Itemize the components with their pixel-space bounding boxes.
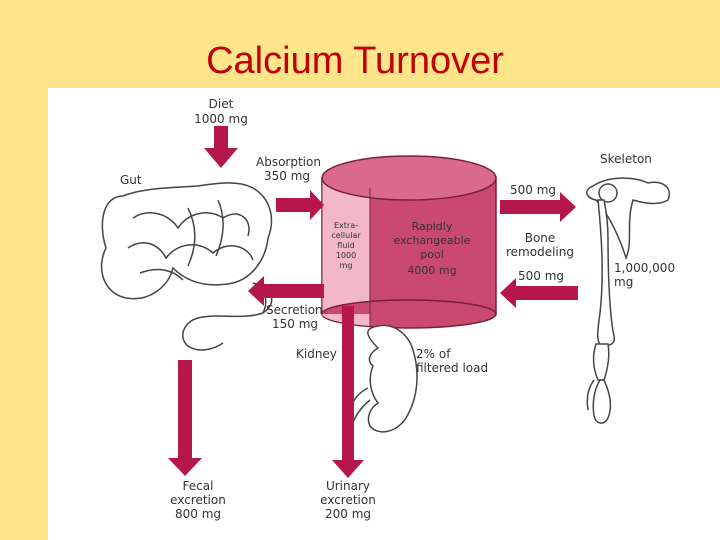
slide-title: Calcium Turnover (0, 40, 710, 83)
secretion-amount: 150 mg (272, 317, 318, 331)
gut-label: Gut (120, 173, 142, 187)
absorption-amount: 350 mg (264, 169, 310, 183)
kidney-label: Kidney (296, 347, 337, 361)
diet-amount: 1000 mg (194, 112, 248, 126)
absorption-arrow (276, 190, 324, 220)
pool-label-1: Rapidly (412, 220, 453, 233)
kidney-illustration (350, 325, 417, 431)
absorption-label: Absorption (256, 155, 321, 169)
urinary-label-3: 200 mg (325, 507, 371, 521)
diet-arrow (204, 126, 238, 168)
urinary-label-2: excretion (320, 493, 376, 507)
pool-label-4: 4000 mg (407, 264, 456, 277)
ecf-label-2: cellular (331, 231, 361, 240)
gut-illustration (102, 183, 272, 350)
urinary-arrow (332, 306, 364, 478)
filtered-label-2: filtered load (416, 361, 488, 375)
secretion-label: Secretion (266, 303, 323, 317)
skeleton-illustration (587, 178, 669, 423)
pool-label-3: pool (420, 248, 444, 261)
filtered-label-1: 2% of (416, 347, 451, 361)
bone-remodeling-label-1: Bone (525, 231, 556, 245)
ecf-label-3: fluid (337, 241, 354, 250)
skeleton-amount-1: 1,000,000 (614, 261, 675, 275)
secretion-arrow (248, 276, 324, 306)
from-bone-amount: 500 mg (518, 269, 564, 283)
calcium-turnover-diagram: Diet 1000 mg Gut Absorption 350 mg Secre… (48, 88, 720, 540)
ecf-label-5: mg (340, 261, 353, 270)
fecal-label-2: excretion (170, 493, 226, 507)
diet-label: Diet (209, 97, 234, 111)
fecal-label-3: 800 mg (175, 507, 221, 521)
pool-label-2: exchangeable (394, 234, 471, 247)
skeleton-label: Skeleton (600, 152, 652, 166)
urinary-label-1: Urinary (326, 479, 370, 493)
bone-remodeling-label-2: remodeling (506, 245, 574, 259)
skeleton-amount-2: mg (614, 275, 633, 289)
ecf-label-4: 1000 (336, 251, 356, 260)
fecal-arrow (168, 360, 202, 476)
to-bone-amount: 500 mg (510, 183, 556, 197)
ecf-label-1: Extra- (334, 221, 358, 230)
fecal-label-1: Fecal (183, 479, 214, 493)
